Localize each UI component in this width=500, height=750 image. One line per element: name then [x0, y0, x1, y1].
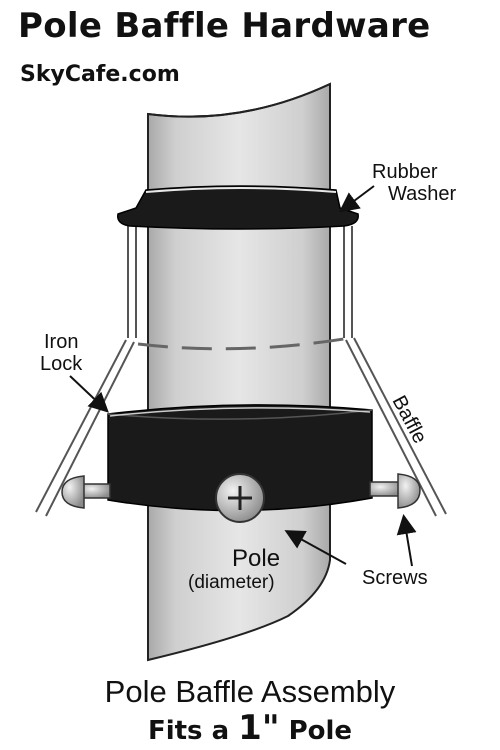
assembly-caption: Pole Baffle Assembly [104, 674, 396, 709]
left-screw [61, 475, 111, 509]
iron-lock-label-1: Iron [44, 331, 78, 353]
iron-lock-band [107, 404, 373, 512]
screws-label: Screws [362, 567, 428, 589]
iron-lock-arrow [69, 375, 109, 413]
leader-arrows [69, 185, 417, 567]
fits-prefix: Fits a [147, 716, 239, 746]
pole-arrow [284, 530, 347, 565]
pole-diameter-label: (diameter) [188, 572, 275, 593]
pole-label: Pole [232, 545, 280, 572]
pole-top-edge [147, 83, 331, 118]
right-screw [369, 473, 421, 509]
rubber-washer-label-1: Rubber [372, 161, 438, 183]
baffle-left-wall [35, 226, 137, 517]
site-name: SkyCafe.com [20, 62, 180, 87]
fits-size: 1" [238, 708, 280, 748]
rubber-washer-label-2: Washer [388, 183, 457, 205]
front-screw [215, 473, 265, 523]
baffle-label: Baffle [388, 392, 431, 447]
fits-caption: Fits a 1" Pole [0, 708, 500, 748]
rubber-washer [117, 185, 359, 230]
iron-lock-label-2: Lock [40, 353, 83, 375]
fits-suffix: Pole [279, 716, 353, 746]
screws-arrow [396, 514, 417, 567]
rubber-washer-arrow [338, 185, 375, 213]
page-title: Pole Baffle Hardware [18, 6, 431, 46]
baffle-right-wall [343, 226, 447, 517]
baffle-hidden-line [137, 336, 351, 351]
